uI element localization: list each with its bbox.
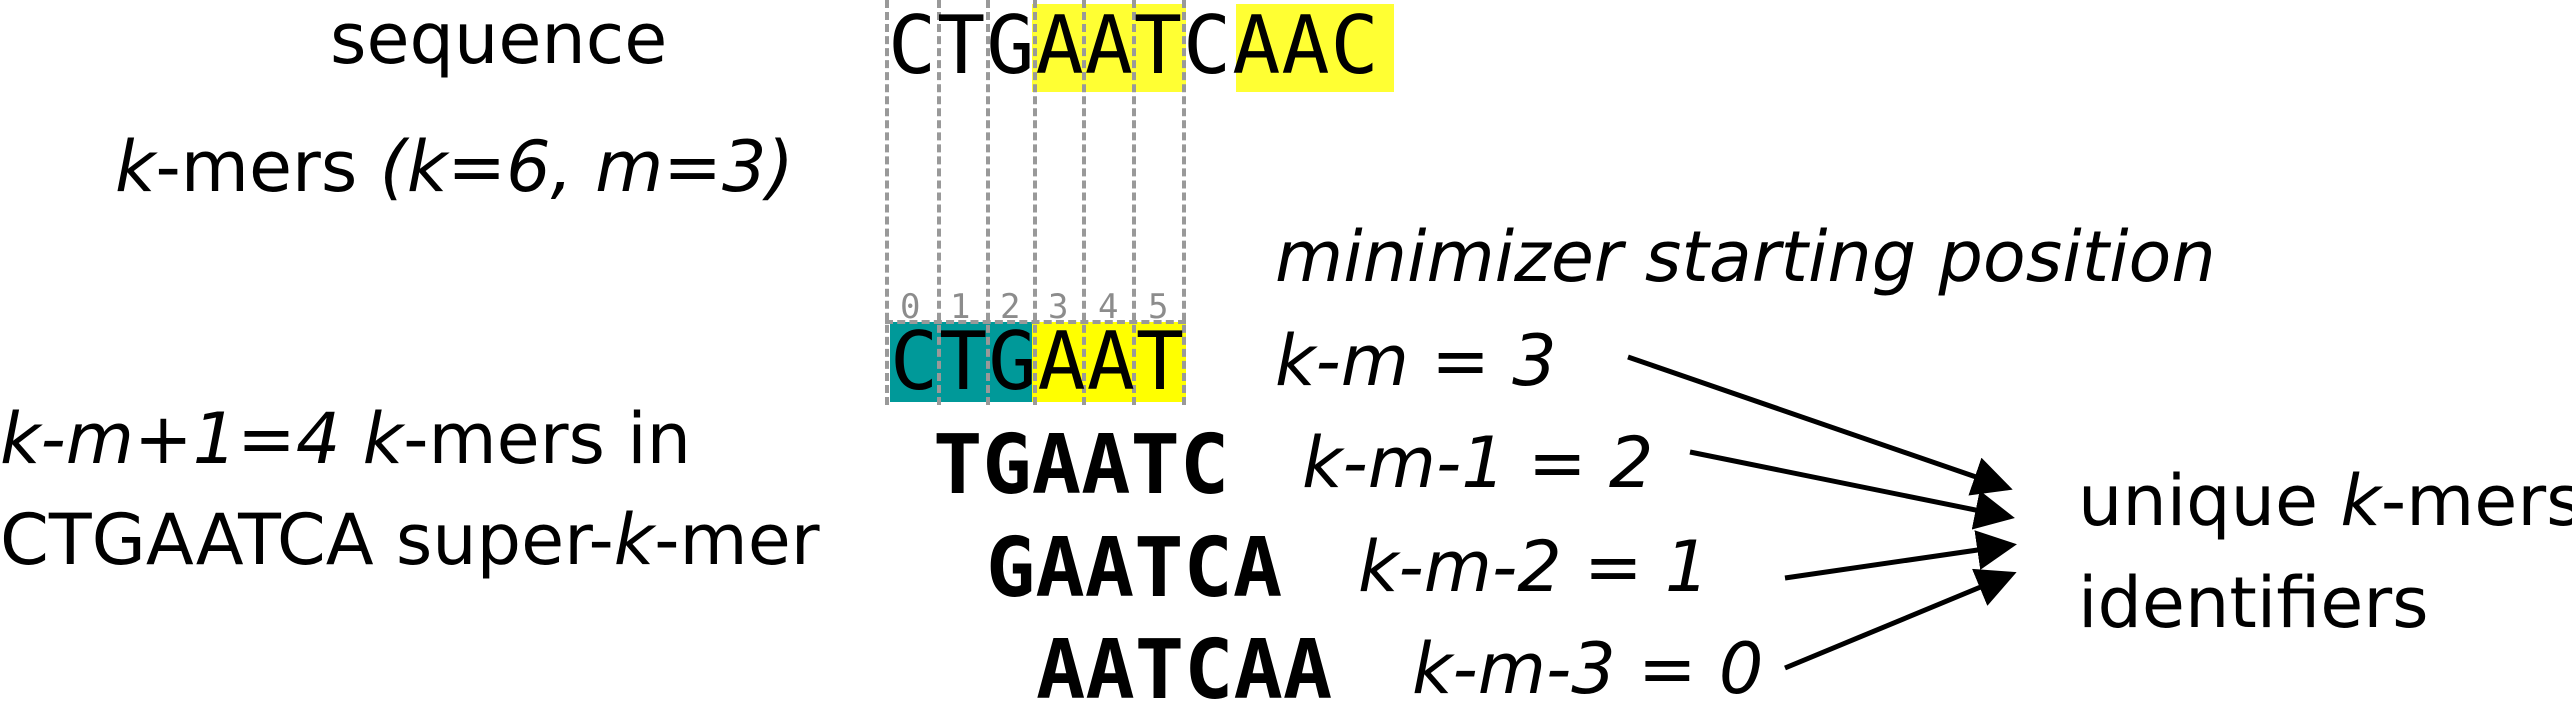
- kmer-char: T: [939, 315, 989, 408]
- guide-line-1: [937, 0, 941, 405]
- minimizer-index: 3: [1048, 287, 1069, 327]
- kmer-position-3: k-m-3 = 0: [1412, 628, 1764, 710]
- arrow-1: [1689, 449, 2015, 530]
- sequence-char: C: [1183, 0, 1233, 92]
- kmer-char: T: [1135, 315, 1186, 408]
- minimizer-index: 2: [1000, 287, 1021, 327]
- sequence-char: T: [937, 0, 987, 92]
- sequence-char: G: [986, 0, 1036, 92]
- minimizer-index: 4: [1098, 287, 1119, 327]
- sequence-char: A: [1084, 0, 1134, 92]
- guide-line-5: [1132, 0, 1136, 405]
- kmers-rest: -mers: [155, 126, 358, 208]
- kmer-char: A: [1037, 315, 1087, 408]
- guide-line-4: [1082, 0, 1086, 405]
- guide-line-6: [1182, 0, 1186, 405]
- sequence-char: A: [1232, 0, 1282, 92]
- kmer-count-rest: -mers in: [403, 398, 692, 480]
- kmer-count-formula: k-m+1=4: [0, 398, 341, 480]
- kmer-row-1: TGAATC: [933, 418, 1230, 513]
- sequence-label: sequence: [330, 0, 668, 80]
- guide-line-3: [1033, 0, 1037, 405]
- kmer-position-2: k-m-2 = 1: [1358, 526, 1710, 608]
- sequence-highlight-aat: [1032, 4, 1186, 92]
- superkmer-prefix: CTGAATCA super-: [0, 499, 614, 581]
- sequence-char: A: [1281, 0, 1331, 92]
- minimizer-highlight-aat: [1032, 322, 1186, 402]
- superkmer-suffix: -mer: [654, 499, 820, 581]
- sequence-highlight-aac: [1236, 4, 1394, 92]
- kmer-row-3: AATCAA: [1036, 623, 1333, 718]
- guide-line-2: [986, 0, 990, 405]
- kmers-params: (k=6, m=3): [379, 126, 794, 208]
- kmer-position-1: k-m-1 = 2: [1302, 422, 1654, 504]
- guide-line-0: [885, 0, 889, 405]
- minimizer-highlight-ctg: [890, 322, 1032, 402]
- arrow-3: [1784, 568, 2017, 671]
- unique-word: unique: [2078, 460, 2319, 542]
- kmers-k: k: [115, 126, 156, 208]
- minimizer-title: minimizer starting position: [1275, 216, 2216, 298]
- kmers-params-label: k-mers (k=6, m=3): [115, 132, 794, 202]
- sequence-char: A: [1035, 0, 1085, 92]
- minimizer-index: 1: [950, 287, 971, 327]
- minimizer-index: 5: [1148, 287, 1169, 327]
- minimizer-index: 0: [900, 287, 921, 327]
- kmer-char: G: [988, 315, 1038, 408]
- kmer-char: A: [1086, 315, 1136, 408]
- unique-k: k: [2340, 460, 2381, 542]
- kmer-row-0: CTGAAT: [890, 322, 1185, 402]
- unique-mers: -mers: [2380, 460, 2572, 542]
- kmer-char: C: [890, 315, 940, 408]
- guide-line-top: [885, 320, 1186, 324]
- unique-kmers-label: unique k-mers: [2078, 466, 2572, 536]
- kmer-position-0: k-m = 3: [1275, 320, 1557, 402]
- kmer-count-k: k: [362, 398, 404, 480]
- kmer-row-2: GAATCA: [986, 521, 1283, 616]
- sequence-char: C: [888, 0, 938, 92]
- sequence-char: C: [1330, 0, 1380, 92]
- kmer-count-label: k-m+1=4 k-mers in: [0, 404, 691, 474]
- arrow-0: [1627, 354, 2013, 496]
- sequence-row: CTGAATCAAC: [888, 6, 1380, 86]
- sequence-char: T: [1133, 0, 1184, 92]
- superkmer-k: k: [613, 499, 655, 581]
- arrow-2: [1784, 530, 2017, 581]
- identifiers-label: identifiers: [2078, 562, 2429, 644]
- superkmer-label: CTGAATCA super-k-mer: [0, 505, 820, 575]
